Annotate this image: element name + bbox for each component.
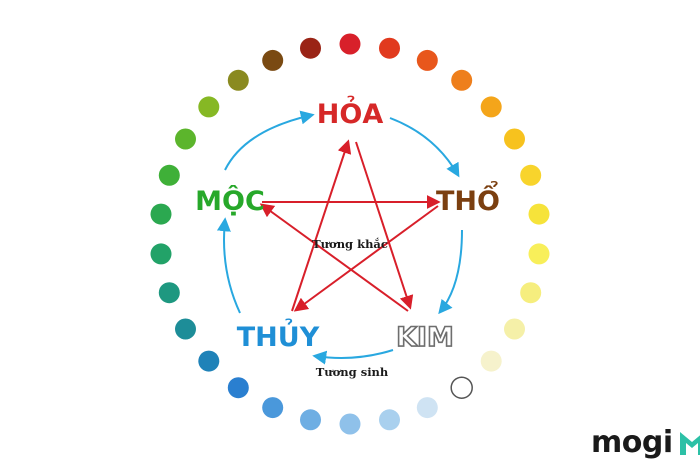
- color-dot: [300, 37, 321, 59]
- color-dot: [262, 49, 284, 71]
- color-dot: [227, 377, 249, 399]
- generating-cycle: [216, 110, 463, 365]
- color-dot: [339, 413, 361, 435]
- overcoming-star: [259, 139, 441, 312]
- color-dot: [528, 243, 550, 265]
- color-dot: [520, 164, 542, 186]
- color-dot: [198, 350, 220, 372]
- arrow-thuy-to-hoa: [291, 139, 352, 312]
- color-dot: [175, 318, 196, 340]
- color-dot: [520, 282, 542, 304]
- color-dot: [480, 350, 502, 372]
- color-dot: [451, 69, 473, 91]
- color-dot: [227, 69, 249, 91]
- color-dot: [379, 409, 400, 431]
- element-label-tho: THỔ: [436, 179, 500, 217]
- element-label-hoa: HỎA: [317, 94, 384, 130]
- arc-moc-to-hoa: [224, 110, 315, 171]
- color-dot: [416, 397, 438, 419]
- m-logo-icon: [679, 432, 700, 455]
- arc-tho-to-kim: [438, 229, 463, 315]
- color-dot: [158, 282, 180, 304]
- generating-label: Tương sinh: [316, 365, 389, 379]
- color-dot: [262, 397, 284, 419]
- color-dot: [339, 33, 361, 55]
- color-dot: [150, 243, 172, 265]
- color-wheel: [150, 33, 550, 435]
- color-dot: [175, 128, 196, 150]
- element-label-kim: KIM: [396, 322, 454, 353]
- color-dot: [450, 376, 473, 399]
- arrow-tho-to-thuy: [293, 205, 439, 312]
- arrow-kim-to-moc: [259, 203, 409, 312]
- arc-thuy-to-moc: [216, 217, 241, 314]
- overcoming-label: Tương khắc: [312, 237, 388, 251]
- color-dot: [198, 96, 220, 118]
- element-label-thuy: THỦY: [237, 317, 320, 353]
- color-dot: [528, 203, 550, 225]
- color-dot: [379, 37, 400, 59]
- arrow-hoa-to-kim: [355, 141, 414, 310]
- mogi-logo: mogi: [591, 425, 700, 461]
- arc-hoa-to-tho: [389, 117, 460, 178]
- color-dot: [504, 318, 525, 340]
- element-label-moc: MỘC: [195, 185, 265, 217]
- color-dot: [300, 409, 321, 431]
- color-dot: [480, 96, 502, 118]
- color-dot: [158, 164, 180, 186]
- color-dot: [416, 49, 438, 71]
- brand-wordmark: mogi: [591, 425, 673, 460]
- color-dot: [150, 203, 172, 225]
- color-dot: [504, 128, 525, 150]
- arc-kim-to-thuy: [312, 349, 394, 365]
